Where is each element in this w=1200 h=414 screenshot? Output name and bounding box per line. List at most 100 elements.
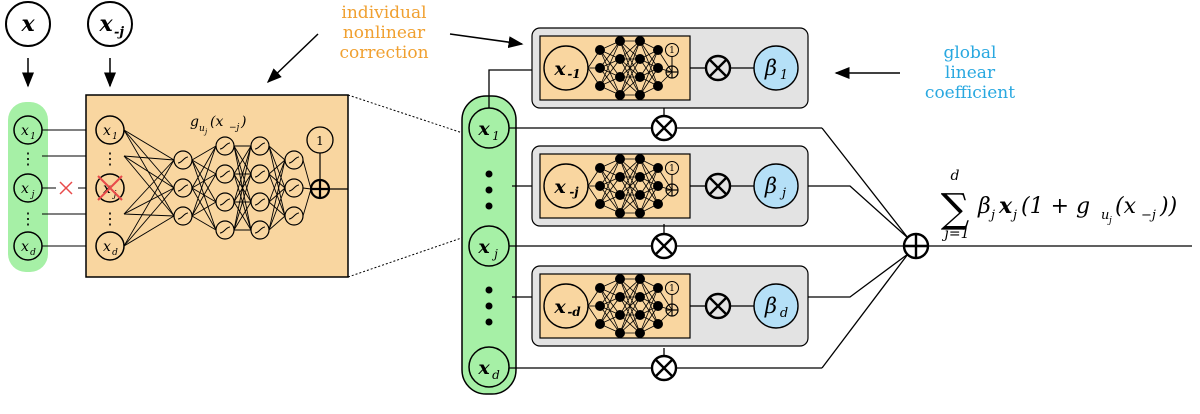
svg-text:j: j [112, 190, 117, 200]
left-net-neuron [173, 206, 193, 226]
svg-text:g: g [190, 114, 199, 130]
svg-text:): ) [240, 114, 246, 130]
mid-node-d: x d [95, 231, 125, 261]
block-neuron [595, 45, 605, 55]
svg-text:1: 1 [30, 132, 36, 142]
block-neuron [615, 36, 625, 46]
block-neuron [615, 328, 625, 338]
left-net-neuron [250, 136, 270, 156]
block-neuron [653, 63, 663, 73]
svg-text:1: 1 [492, 129, 500, 143]
block-neuron [635, 310, 645, 320]
input-x-node: x [5, 1, 51, 47]
mid-node-j-masked: x j [95, 173, 125, 203]
block-neuron [653, 301, 663, 311]
left-net-neuron [250, 220, 270, 240]
red-cross-icon [59, 181, 73, 195]
arrow-to-block-1 [449, 33, 524, 49]
left-node-1: x 1 [13, 115, 43, 145]
block-neuron [595, 283, 605, 293]
svg-text:d: d [492, 368, 500, 382]
svg-text:d: d [30, 248, 36, 258]
left-ellipsis-2: ⋮ [20, 209, 36, 228]
arrow-to-left-box [266, 33, 319, 84]
svg-text:(x: (x [210, 114, 223, 130]
svg-text:j: j [988, 208, 995, 223]
left-bias-node: 1 [306, 126, 334, 154]
svg-text:x: x [98, 11, 113, 37]
block-sum-icon [665, 183, 679, 197]
svg-text:j: j [30, 190, 35, 200]
block-neuron [595, 63, 605, 73]
left-sum-icon [309, 178, 331, 200]
stack-node-d: x d [468, 346, 510, 388]
final-sum-icon [902, 232, 930, 260]
block-neuron [595, 81, 605, 91]
block-neuron [635, 208, 645, 218]
svg-text:(1 + g: (1 + g [1021, 194, 1090, 219]
block-neuron [653, 283, 663, 293]
svg-text:1: 1 [112, 132, 118, 142]
svg-text:d: d [951, 168, 960, 184]
annotation-global: global linear coefficient [925, 43, 1015, 103]
svg-text:x: x [553, 58, 566, 80]
svg-text:1: 1 [669, 164, 675, 174]
stack-dots-2 [485, 286, 493, 326]
left-net-neuron [284, 206, 304, 226]
block-neuron [615, 172, 625, 182]
left-net-neuron [215, 192, 235, 212]
block-neuron [653, 181, 663, 191]
input-x-minus-j-node: x -j [87, 1, 133, 47]
svg-text:β: β [764, 174, 777, 198]
left-net-neuron [284, 150, 304, 170]
svg-text:coefficient: coefficient [925, 83, 1015, 103]
svg-text:1: 1 [780, 68, 788, 83]
svg-text:x: x [21, 123, 29, 139]
block-neuron [635, 292, 645, 302]
svg-text:∑: ∑ [941, 186, 970, 232]
svg-text:x: x [477, 357, 490, 379]
mid-ellipsis-1: ⋮ [102, 149, 118, 168]
block-neuron [615, 292, 625, 302]
left-node-j: x j [13, 173, 43, 203]
block-neuron [635, 328, 645, 338]
svg-text:d: d [112, 248, 118, 258]
svg-text:-j: -j [114, 25, 124, 40]
mid-ellipsis-2: ⋮ [102, 209, 118, 228]
block-neuron [653, 163, 663, 173]
block-neuron [615, 310, 625, 320]
multiply-icon [650, 232, 678, 260]
svg-text:j: j [491, 247, 498, 261]
svg-text:1: 1 [669, 284, 675, 294]
svg-text:u: u [199, 124, 205, 134]
main-lines [509, 108, 1192, 369]
block-neuron [635, 154, 645, 164]
block-neuron [635, 190, 645, 200]
svg-text:x: x [998, 193, 1013, 219]
svg-text:x: x [103, 239, 111, 255]
block-neuron [615, 154, 625, 164]
left-net-neuron [173, 150, 193, 170]
left-net-neuron [215, 220, 235, 240]
block-neuron [635, 72, 645, 82]
block-neuron [635, 172, 645, 182]
block-neuron [595, 301, 605, 311]
block-neuron [635, 274, 645, 284]
block-neuron [615, 190, 625, 200]
block-neuron [653, 81, 663, 91]
block-neuron [615, 90, 625, 100]
mid-node-1: x 1 [95, 115, 125, 145]
svg-text:−j: −j [229, 123, 240, 133]
left-ellipsis-1: ⋮ [20, 149, 36, 168]
block-neuron [595, 163, 605, 173]
multiply-icons [650, 114, 678, 382]
left-net-neuron [215, 164, 235, 184]
svg-text:x: x [477, 118, 490, 140]
svg-text:individual: individual [341, 3, 426, 23]
